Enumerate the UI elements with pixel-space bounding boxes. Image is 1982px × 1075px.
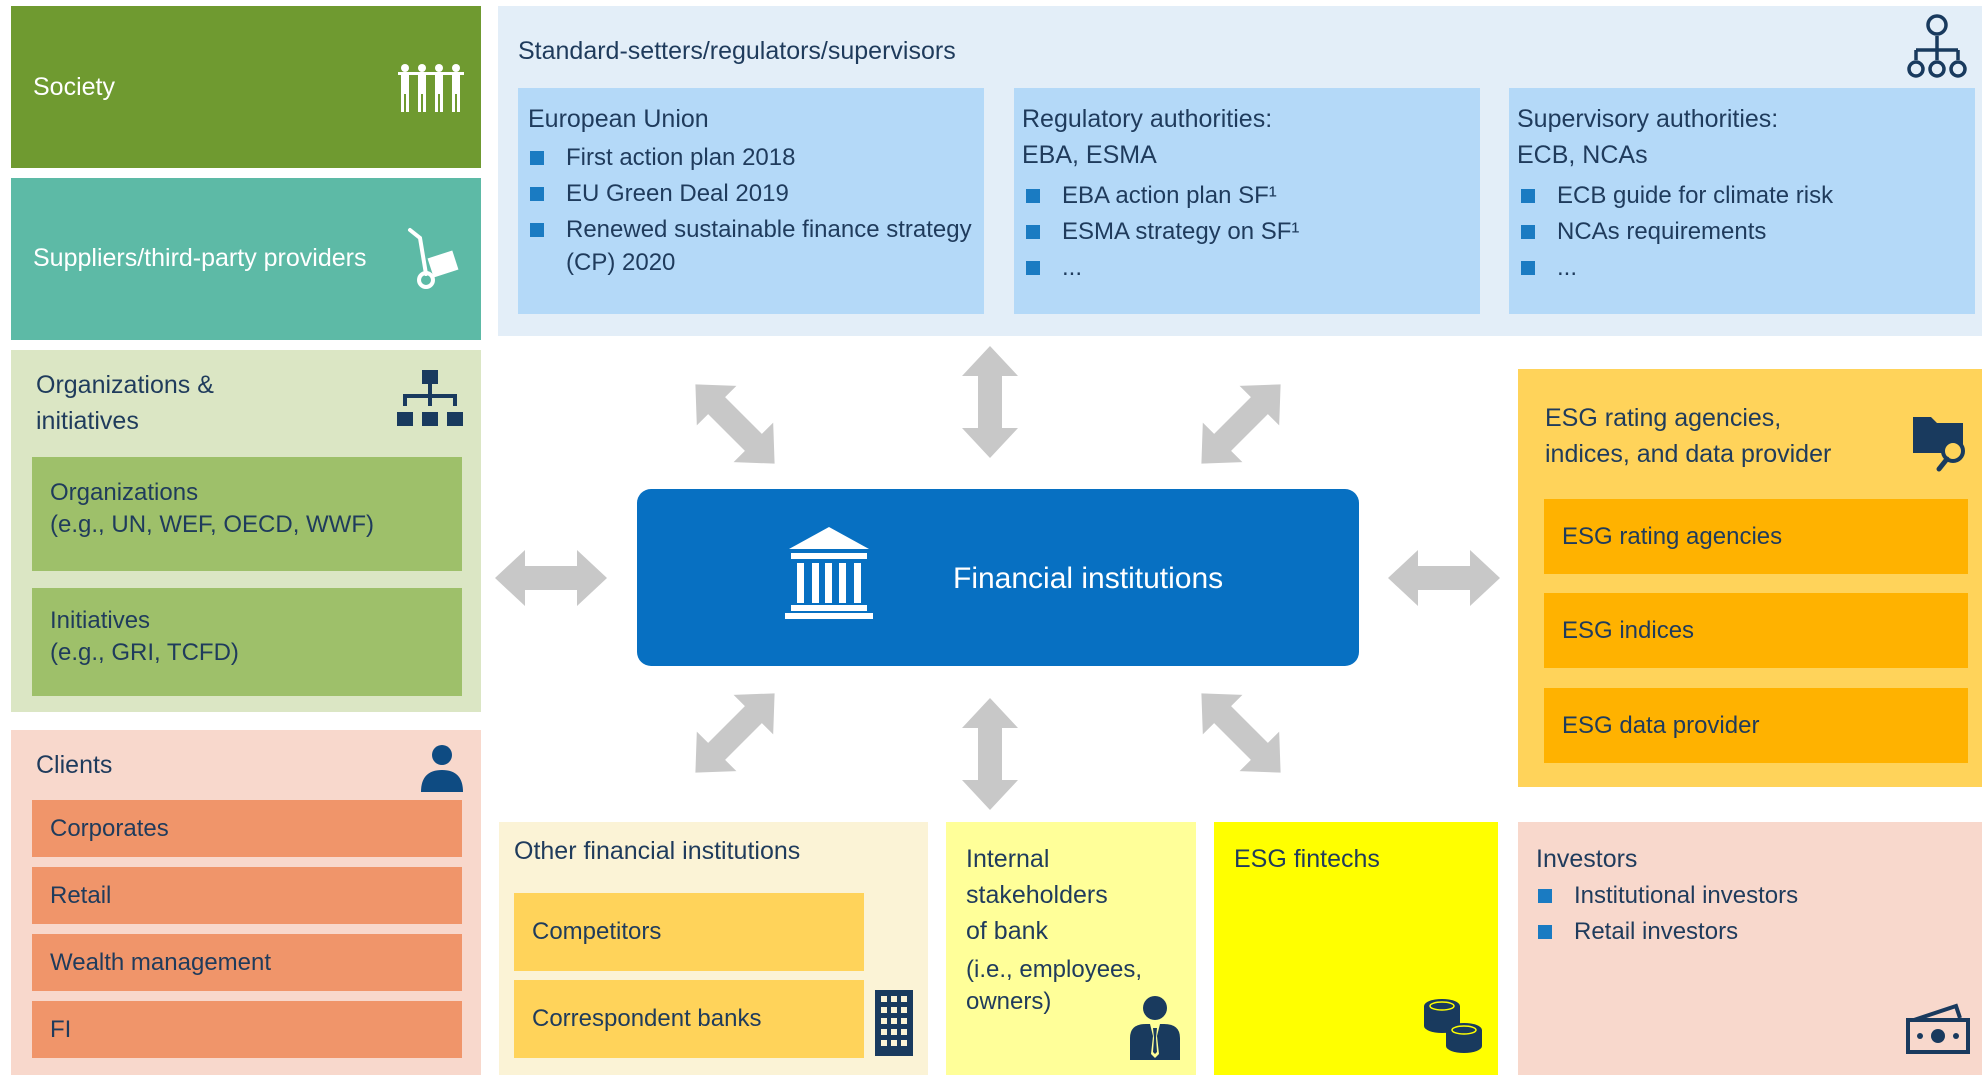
folder-search-icon xyxy=(1913,417,1965,472)
client-label: Wealth management xyxy=(50,949,272,976)
esg-rating-agencies-box: ESG rating agencies xyxy=(1544,499,1968,574)
other-fi-item: Correspondent banks xyxy=(532,1005,762,1032)
eu-item: First action plan 2018 xyxy=(528,140,978,176)
organizations-label: Organizations xyxy=(50,479,199,506)
competitors-box: Competitors xyxy=(514,893,864,971)
society-box: Society xyxy=(11,6,481,168)
arrow-center-top xyxy=(962,346,1018,458)
investor-item: Retail investors xyxy=(1536,914,1966,950)
other-fi-item: Competitors xyxy=(532,918,662,945)
reg-title-line2: EBA, ESMA xyxy=(1022,141,1157,169)
esg-providers-title-line2: indices, and data provider xyxy=(1545,440,1832,468)
clients-title: Clients xyxy=(36,751,113,779)
initiatives-label: Initiatives xyxy=(50,607,151,634)
esg-providers-title-line1: ESG rating agencies, xyxy=(1545,404,1782,432)
regulators-title: Standard-setters/regulators/supervisors xyxy=(518,37,956,65)
sup-title-line2: ECB, NCAs xyxy=(1517,141,1648,169)
correspondent-banks-box: Correspondent banks xyxy=(514,980,864,1058)
internal-note: owners) xyxy=(966,988,1052,1015)
organizations-box: Organizations (e.g., UN, WEF, OECD, WWF) xyxy=(32,457,462,571)
organizations-examples: (e.g., UN, WEF, OECD, WWF) xyxy=(50,511,374,538)
coins-icon xyxy=(1424,999,1482,1053)
society-label: Society xyxy=(33,73,115,101)
internal-note: (i.e., employees, xyxy=(966,956,1143,983)
internal-line: stakeholders xyxy=(966,881,1108,909)
hand-truck-icon xyxy=(408,228,459,289)
regulatory-authorities-box: Regulatory authorities: EBA, ESMA EBA ac… xyxy=(1014,88,1480,314)
arrow-center-bottom xyxy=(962,698,1018,810)
client-item: Retail xyxy=(32,867,462,924)
eu-item-continuation: (CP) 2020 xyxy=(566,249,676,276)
supervisory-authorities-box: Supervisory authorities: ECB, NCAs ECB g… xyxy=(1509,88,1975,314)
bank-building-icon xyxy=(785,527,873,619)
reg-item: ESMA strategy on SF¹ xyxy=(1024,214,1474,250)
investors-title: Investors xyxy=(1536,845,1638,873)
reg-title-line1: Regulatory authorities: xyxy=(1022,105,1273,133)
internal-stakeholders-box: Internal stakeholders of bank (i.e., emp… xyxy=(946,822,1196,1075)
esg-indices-box: ESG indices xyxy=(1544,593,1968,668)
organizations-title-line1: Organizations & xyxy=(36,371,214,399)
eu-item: Renewed sustainable finance strategy xyxy=(528,212,978,248)
person-icon xyxy=(421,745,463,792)
internal-line: of bank xyxy=(966,917,1049,945)
client-item: Corporates xyxy=(32,800,462,857)
esg-provider-label: ESG indices xyxy=(1562,617,1695,644)
other-fi-panel: Other financial institutions Competitors… xyxy=(499,822,928,1075)
investors-panel: Investors Institutional investors Retail… xyxy=(1518,822,1982,1075)
eu-item: EU Green Deal 2019 xyxy=(528,176,978,212)
esg-fintechs-label: ESG fintechs xyxy=(1234,845,1380,873)
esg-providers-panel: ESG rating agencies, indices, and data p… xyxy=(1518,369,1982,787)
sup-title-line1: Supervisory authorities: xyxy=(1517,105,1779,133)
eu-title: European Union xyxy=(528,105,709,133)
client-label: Retail xyxy=(50,882,112,909)
initiatives-box: Initiatives (e.g., GRI, TCFD) xyxy=(32,588,462,696)
arrow-top-left xyxy=(675,364,795,484)
client-label: FI xyxy=(50,1016,72,1043)
organizations-panel: Organizations & initiatives Organization… xyxy=(11,350,481,712)
sup-item: NCAs requirements xyxy=(1519,214,1969,250)
businessman-icon xyxy=(1130,996,1180,1060)
organizations-title-line2: initiatives xyxy=(36,407,139,435)
clients-panel: Clients Corporates Retail Wealth managem… xyxy=(11,730,481,1075)
people-group-icon xyxy=(398,64,464,112)
arrow-right xyxy=(1388,550,1500,606)
sup-item: ECB guide for climate risk xyxy=(1519,178,1969,214)
esg-data-provider-box: ESG data provider xyxy=(1544,688,1968,763)
investor-item: Institutional investors xyxy=(1536,878,1966,914)
arrow-top-right xyxy=(1181,364,1301,484)
client-item: Wealth management xyxy=(32,934,462,991)
financial-institutions-box: Financial institutions xyxy=(637,489,1359,666)
client-label: Corporates xyxy=(50,815,169,842)
regulators-panel: Standard-setters/regulators/supervisors … xyxy=(498,6,1982,336)
internal-line: Internal xyxy=(966,845,1050,873)
arrow-bottom-left xyxy=(675,673,795,793)
esg-fintechs-box: ESG fintechs xyxy=(1214,822,1498,1075)
reg-item: ... xyxy=(1024,250,1474,286)
sup-item: ... xyxy=(1519,250,1969,286)
suppliers-label: Suppliers/third-party providers xyxy=(33,244,367,272)
suppliers-box: Suppliers/third-party providers xyxy=(11,178,481,340)
hierarchy-icon xyxy=(1907,14,1967,78)
reg-item: EBA action plan SF¹ xyxy=(1024,178,1474,214)
financial-institutions-label: Financial institutions xyxy=(953,562,1224,595)
office-building-icon xyxy=(875,990,913,1056)
cash-register-icon xyxy=(1906,1003,1970,1054)
initiatives-examples: (e.g., GRI, TCFD) xyxy=(50,639,239,666)
esg-provider-label: ESG data provider xyxy=(1562,712,1760,739)
european-union-box: European Union First action plan 2018 EU… xyxy=(518,88,984,314)
arrow-bottom-right xyxy=(1181,673,1301,793)
esg-provider-label: ESG rating agencies xyxy=(1562,523,1783,550)
other-fi-title: Other financial institutions xyxy=(514,837,801,865)
org-chart-icon xyxy=(397,370,463,426)
client-item: FI xyxy=(32,1001,462,1058)
arrow-left xyxy=(495,550,607,606)
